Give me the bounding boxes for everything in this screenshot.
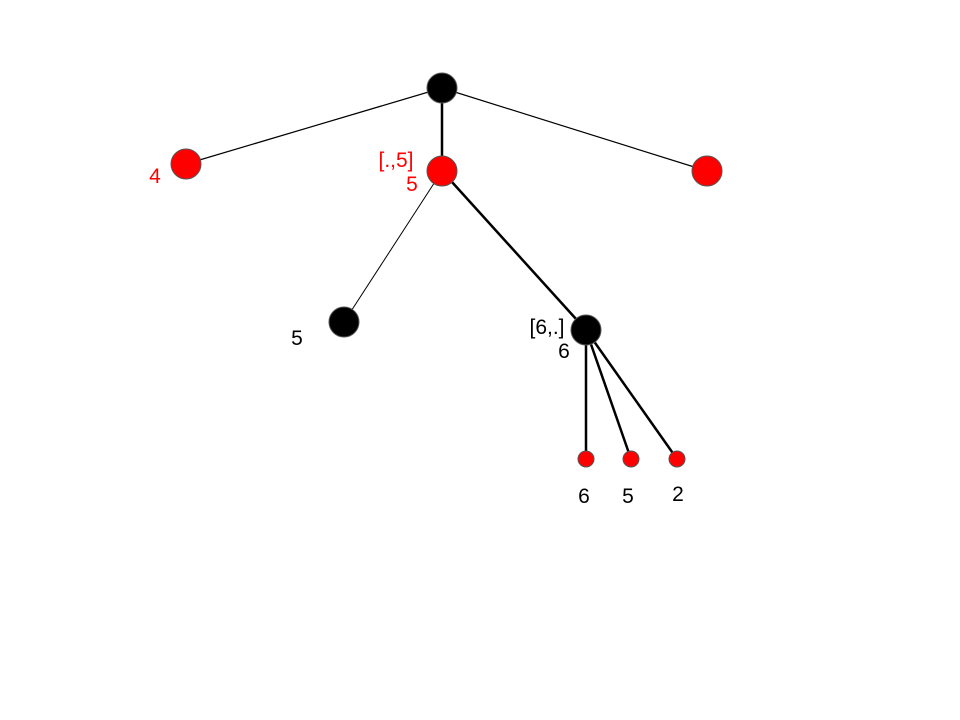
left-child-value-label: 4 [149, 165, 161, 188]
root-node [426, 72, 458, 104]
middle-child-node [426, 155, 458, 187]
edge-middle-right [441, 170, 587, 331]
leaf-node-2 [622, 450, 640, 468]
edge-root-left [185, 87, 443, 165]
leaf-1-value-label: 6 [578, 485, 590, 508]
middle-left-grandchild-node [328, 306, 360, 338]
right-child-node [691, 155, 723, 187]
middle-right-grandchild-bound-label: [6,.] [529, 316, 564, 339]
middle-left-grandchild-value-label: 5 [291, 327, 303, 350]
edge-root-right [441, 87, 708, 172]
tree-nodes [170, 72, 723, 468]
middle-child-bound-label: [.,5] [378, 149, 413, 172]
edge-leaf-2 [584, 329, 633, 460]
leaf-3-value-label: 2 [672, 483, 684, 506]
left-child-node [170, 148, 202, 180]
leaf-node-1 [577, 450, 595, 468]
middle-child-value-label: 5 [406, 173, 418, 196]
leaf-2-value-label: 5 [622, 485, 634, 508]
tree-labels: 4 [.,5] 5 5 [6,.] 6 6 5 2 [149, 149, 684, 508]
edge-leaf-3 [584, 329, 679, 460]
edge-middle-left [343, 170, 443, 323]
middle-right-grandchild-value-label: 6 [558, 340, 570, 363]
tree-edges [185, 87, 708, 460]
middle-right-grandchild-node [570, 314, 602, 346]
leaf-node-3 [668, 450, 686, 468]
